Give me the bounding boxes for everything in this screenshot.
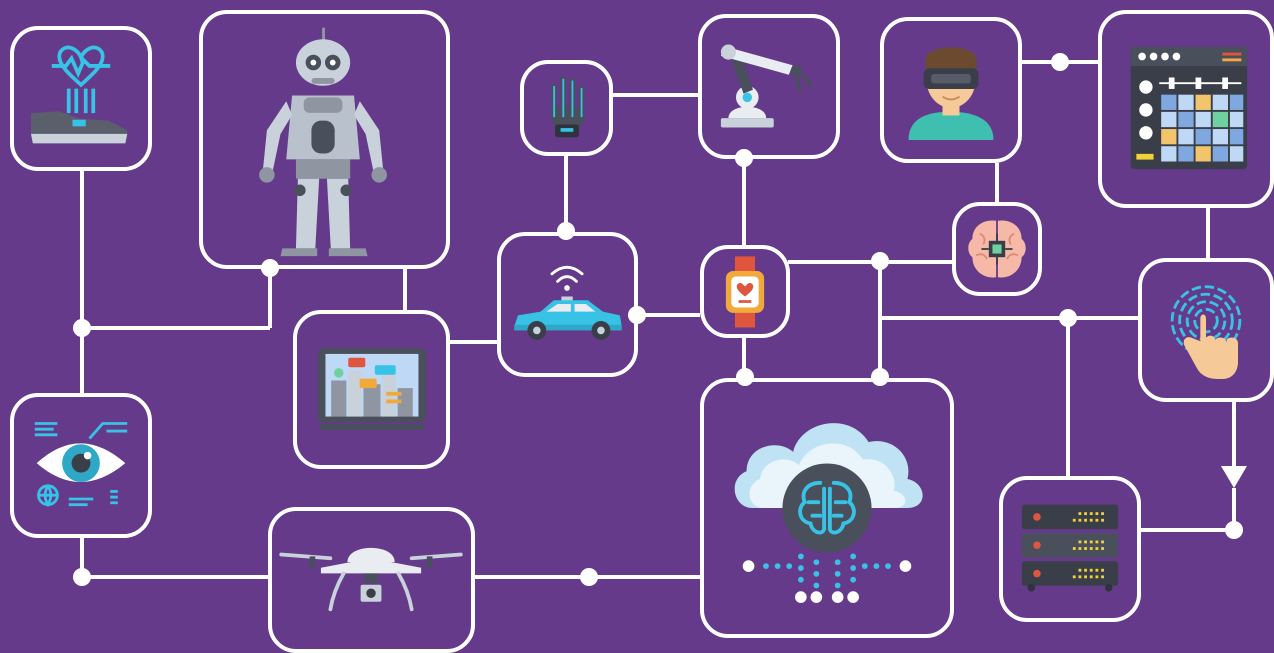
node-smart-shoe <box>10 26 152 171</box>
vr-headset-icon <box>908 47 994 141</box>
node-server-rack <box>999 476 1141 622</box>
node-cloud-ai <box>700 378 954 638</box>
node-drone <box>268 507 475 653</box>
fingerprint-icon <box>1170 285 1242 379</box>
server-rack-icon <box>1021 504 1119 592</box>
node-brain-chip <box>952 202 1042 296</box>
node-vr-headset-user <box>880 17 1022 163</box>
self-driving-car-icon <box>514 265 622 340</box>
humanoid-robot-icon <box>259 27 387 257</box>
smart-glove-icon <box>551 76 585 138</box>
robotic-arm-icon <box>720 44 813 128</box>
smartwatch-icon <box>725 256 765 328</box>
eye-scan-icon <box>34 422 128 508</box>
brain-chip-icon <box>968 220 1026 278</box>
node-fingerprint-scan <box>1138 258 1274 402</box>
node-robotic-arm <box>698 14 840 159</box>
node-control-panel <box>1098 10 1274 208</box>
cloud-brain-icon <box>734 423 923 603</box>
control-panel-icon <box>1130 46 1248 170</box>
node-smart-eye <box>10 393 152 538</box>
node-smartwatch <box>700 245 790 338</box>
node-self-driving-car <box>497 232 638 377</box>
node-humanoid-robot <box>199 10 450 269</box>
node-smart-glove <box>520 60 613 156</box>
ar-tablet-icon <box>317 348 427 430</box>
node-ar-tablet-city <box>293 310 450 469</box>
smart-shoe-icon <box>30 45 128 144</box>
drone-icon <box>279 547 463 612</box>
